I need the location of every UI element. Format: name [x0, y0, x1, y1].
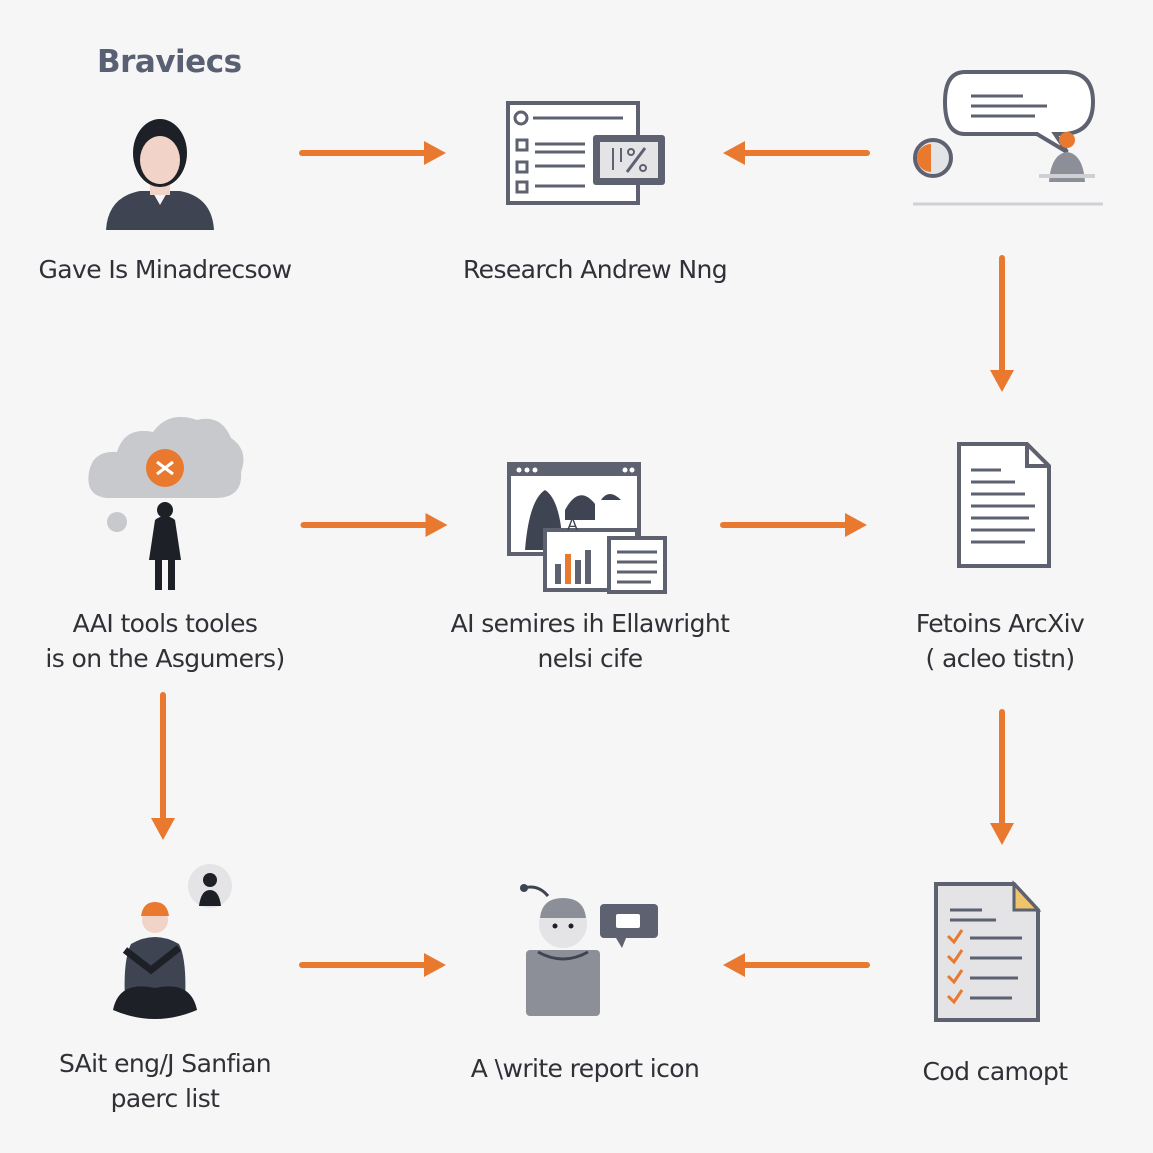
node-label-n2: Research Andrew Nng [440, 252, 750, 287]
node-label-line: Research Andrew Nng [463, 255, 728, 284]
arrow-head [424, 953, 446, 977]
arrow-n4-n5 [300, 513, 448, 537]
node-label-line: ( acleo tistn) [925, 644, 1075, 673]
checklist-document-icon [934, 880, 1042, 1022]
arrow-n3-n6 [990, 255, 1014, 392]
arrow-n7-n8 [299, 953, 446, 977]
arrow-head [424, 141, 446, 165]
node-label-line: SAit eng/J Sanfian [58, 1049, 272, 1078]
node-label-n5: AI semires ih Ellawright nelsi cife [430, 606, 750, 676]
arrow-head [990, 370, 1014, 392]
chat-bubble-user-icon [913, 70, 1103, 206]
node-label-line: nelsi cife [537, 644, 644, 673]
arrow-head [990, 823, 1014, 845]
arrow-n4-n7 [151, 692, 175, 840]
person-avatar-icon [106, 119, 214, 230]
node-label-n6: Fetoins ArcXiv ( acleo tistn) [880, 606, 1120, 676]
arrow-head [723, 141, 745, 165]
node-label-line: is on the Asgumers) [45, 644, 285, 673]
node-label-line: A \write report icon [470, 1054, 700, 1083]
node-label-n7: SAit eng/J Sanfian paerc list [30, 1046, 300, 1116]
node-label-n8: A \write report icon [450, 1051, 720, 1086]
node-label-line: Gave Is Minadrecsow [38, 255, 293, 284]
node-label-n9: Cod camopt [890, 1054, 1100, 1089]
svg-text:A: A [567, 515, 578, 534]
arrow-head [845, 513, 867, 537]
arrow-n9-n8 [723, 953, 870, 977]
node-label-line: AAI tools tooles [72, 609, 258, 638]
arrow-n5-n6 [720, 513, 867, 537]
node-label-line: paerc list [110, 1084, 220, 1113]
arrow-head [723, 953, 745, 977]
arrow-head [151, 818, 175, 840]
meditating-person-icon [113, 864, 232, 1019]
node-label-n4: AAI tools tooles is on the Asgumers) [20, 606, 310, 676]
robot-chat-icon [520, 884, 658, 1016]
node-label-n1: Gave Is Minadrecsow [30, 252, 300, 287]
node-label-line: Fetoins ArcXiv [915, 609, 1085, 638]
web-charts-window-icon: A [507, 462, 667, 594]
document-icon [957, 442, 1051, 568]
arrow-n3-n2 [723, 141, 870, 165]
diagram-title: Braviecs [97, 44, 242, 80]
thinking-cloud-person-icon [88, 416, 244, 590]
node-label-line: AI semires ih Ellawright [450, 609, 730, 638]
browser-window-icon [506, 101, 665, 205]
arrow-n6-n9 [990, 709, 1014, 845]
node-label-line: Cod camopt [922, 1057, 1069, 1086]
arrow-head [425, 513, 448, 537]
arrow-n1-n2 [299, 141, 446, 165]
